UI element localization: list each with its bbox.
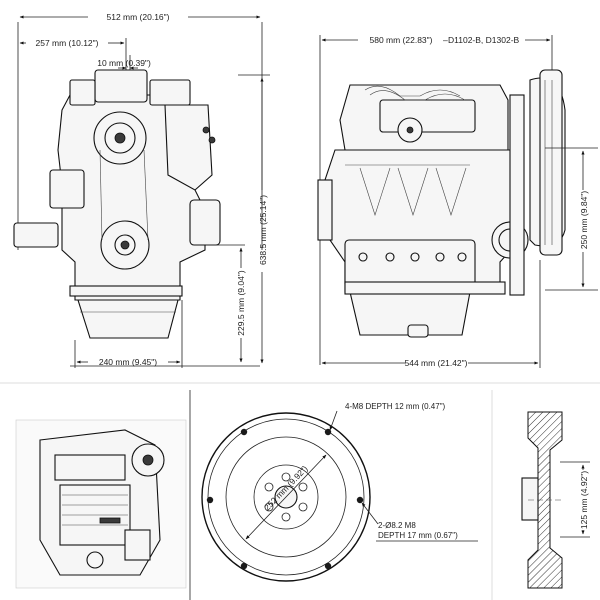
side-view: 580 mm (22.83") D1102-B, D1302-B – xyxy=(317,35,598,368)
front-lower-height-label: 229.5 mm (9.04") xyxy=(236,270,246,336)
side-upper-height-dimension: 250 mm (9.84") xyxy=(545,147,598,291)
engine-photo xyxy=(15,419,187,589)
front-overall-height-dimension: 638.5 mm (25.14") xyxy=(238,74,270,364)
front-base-width-label: 240 mm (9.45") xyxy=(99,357,157,367)
flywheel-section-diameter-label: 125 mm (4.92") xyxy=(579,471,589,529)
svg-text:–: – xyxy=(443,35,448,45)
front-half-width-label: 257 mm (10.12") xyxy=(35,38,98,48)
front-overall-height-label: 638.5 mm (25.14") xyxy=(258,195,268,265)
flywheel-hole-note-line1: 2-Ø8.2 M8 xyxy=(378,521,416,530)
flywheel-face-view: 252 mm (9.92") 4-M8 DEPTH 12 mm (0.47") … xyxy=(189,390,478,600)
side-model-label: D1102-B, D1302-B xyxy=(448,35,520,45)
side-upper-height-label: 250 mm (9.84") xyxy=(579,191,589,249)
front-base-width-dimension: 240 mm (9.45") xyxy=(70,300,260,368)
front-offset-label: 10 mm (0.39") xyxy=(97,58,151,68)
front-lower-height-dimension: 229.5 mm (9.04") xyxy=(206,244,246,363)
front-overall-width-label: 512 mm (20.16") xyxy=(106,12,169,22)
side-engine-body xyxy=(317,69,566,338)
flywheel-section-view: 125 mm (4.92") xyxy=(491,390,590,600)
side-base-length-dimension: 544 mm (21.42") xyxy=(321,260,541,368)
flywheel-bolt-note: 4-M8 DEPTH 12 mm (0.47") xyxy=(345,402,446,411)
side-base-length-label: 544 mm (21.42") xyxy=(404,358,467,368)
side-overall-length-label: 580 mm (22.83") xyxy=(369,35,432,45)
flywheel-hole-note-line2: DEPTH 17 mm (0.67") xyxy=(378,531,458,540)
front-view: 512 mm (20.16") 257 mm (10.12") 10 mm (0… xyxy=(13,12,270,368)
front-engine-body xyxy=(13,69,221,339)
